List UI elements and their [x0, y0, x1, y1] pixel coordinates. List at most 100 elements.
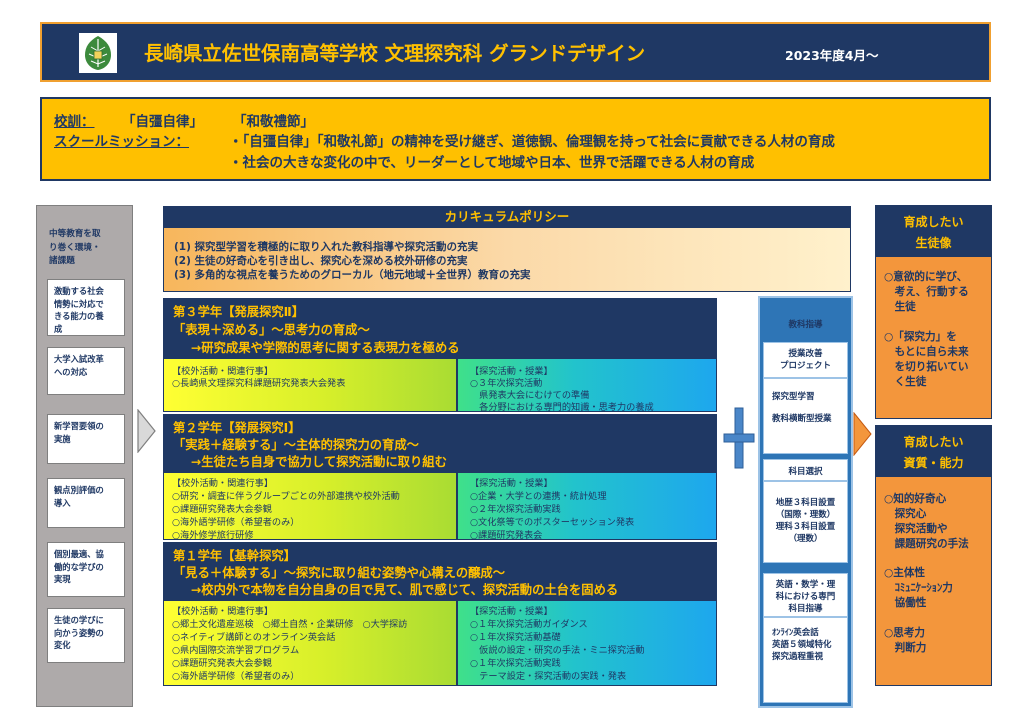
grade3-events: 【校外活動・関連行事】 ○長崎県文理探究科課題研究発表大会発表	[163, 358, 457, 412]
box-head-line: 授業改善	[788, 349, 823, 359]
outcome-line: ○意欲的に学び、	[884, 271, 968, 283]
issue-line: 大学入試改革	[54, 354, 104, 364]
event-line: ○長崎県文理探究科課題研究発表大会発表	[172, 378, 346, 389]
curriculum-policy-title: カリキュラムポリシー	[163, 206, 851, 228]
issue-line: 情勢に対応で	[54, 298, 104, 309]
specialist-guidance-head: 英語・数学・理 科における専門 科目指導	[763, 573, 848, 617]
outcome-line: もとに自ら未来	[884, 346, 969, 358]
issues-title: 中等教育を取 り巻く環境・ 諸課題	[49, 228, 125, 269]
issue-line: 新学習要領の	[54, 421, 104, 431]
activity-line: ○課題研究発表会	[470, 530, 543, 541]
grade3-title: 第３学年【発展探究Ⅱ】	[173, 305, 305, 319]
box-item: 理科３科目設置	[775, 522, 836, 532]
event-line: 【校外活動・関連行事】	[172, 478, 274, 489]
issues-title-line: 中等教育を取	[49, 229, 101, 239]
grade3-theme: 「表現＋深める」〜思考力の育成〜	[173, 323, 370, 337]
box-item: 探究型学習	[772, 392, 815, 402]
subject-guidance-column: 教科指導 授業改善 プロジェクト 探究型学習 教科横断型授業 科目選択 地歴３科…	[758, 296, 853, 708]
event-line: ○ネイティブ講師とのオンライン英会話	[172, 632, 336, 643]
event-line: ○研究・調査に伴うグループごとの外部連携や校外活動	[172, 491, 400, 502]
outcome-title-line: 育成したい	[903, 435, 964, 449]
activity-line: ○１年次探究活動実践	[470, 658, 561, 669]
issue-line: 向かう姿勢の	[54, 627, 104, 638]
issue-box: 激動する社会 情勢に対応で きる能力の養 成	[47, 279, 125, 336]
outcome-arrow-icon	[853, 412, 872, 456]
student-image-title: 育成したい 生徒像	[875, 205, 992, 257]
specialist-guidance-items: ｵﾝﾗｲﾝ英会話 英語５領域特化 探究過程重視	[763, 617, 848, 703]
issue-line: 実施	[54, 433, 71, 444]
issue-line: への対応	[54, 366, 88, 377]
grade1-activities: 【探究活動・授業】 ○１年次探究活動ガイダンス ○１年次探究活動基礎 仮説の設定…	[457, 600, 717, 686]
activity-line: 【探究活動・授業】	[470, 366, 553, 377]
plus-icon	[723, 407, 755, 469]
activity-line: 各分野における専門的知識・思考力の養成	[470, 402, 654, 413]
issue-box: 大学入試改革 への対応	[47, 347, 125, 395]
flow-arrow-icon	[137, 409, 156, 453]
outcome-line: ○知的好奇心	[884, 493, 947, 505]
box-item: （理数）	[788, 534, 823, 544]
issue-box: 観点別評価の 導入	[47, 478, 125, 528]
activity-line: 県発表大会にむけての準備	[470, 390, 590, 401]
curriculum-policy-body: (1) 探究型学習を積極的に取り入れた教科指導や探究活動の充実 (2) 生徒の好…	[163, 228, 851, 292]
event-line: ○課題研究発表大会参観	[172, 504, 272, 515]
course-selection-items: 地歴３科目設置 （国際・理数） 理科３科目設置 （理数）	[763, 481, 848, 563]
issue-box: 個別最適、協 働的な学びの 実現	[47, 542, 125, 597]
issue-line: 働的な学びの	[54, 561, 104, 572]
student-image-body: ○意欲的に学び、 考え、行動する 生徒 ○「探究力」を もとに自ら未来 を切り拓…	[875, 257, 992, 419]
grade2-activities: 【探究活動・授業】 ○企業・大学との連携・統計処理 ○２年次探究活動実践 ○文化…	[457, 472, 717, 541]
ability-body: ○知的好奇心 探究心 探究活動や 課題研究の手法 ○主体性 ｺﾐｭﾆｹｰｼｮﾝ力…	[875, 477, 992, 686]
mission-label: スクールミッション：	[54, 134, 189, 150]
grade1-header: 第１学年【基幹探究】 「見る＋体験する」〜探究に取り組む姿勢や心構えの醸成〜 →…	[163, 542, 717, 600]
outcome-line: 協働性	[884, 597, 927, 609]
subject-guidance-title: 教科指導	[788, 320, 823, 330]
issue-line: 観点別評価の	[54, 485, 104, 495]
issue-box: 新学習要領の 実施	[47, 414, 125, 464]
event-line: 【校外活動・関連行事】	[172, 606, 274, 617]
box-item: 英語５領域特化	[772, 640, 832, 650]
policy-item: (2) 生徒の好奇心を引き出し、探究心を深める校外研修の充実	[174, 255, 468, 267]
lesson-improvement-head: 授業改善 プロジェクト	[763, 342, 848, 378]
date-label: 2023年度4月〜	[785, 48, 879, 63]
issue-line: 変化	[54, 640, 71, 650]
box-head-line: プロジェクト	[779, 361, 831, 371]
grade3-goal: →研究成果や学際的思考に関する表現力を極める	[191, 341, 460, 355]
ability-title: 育成したい 資質・能力	[875, 425, 992, 477]
grade2-events: 【校外活動・関連行事】 ○研究・調査に伴うグループごとの外部連携や校外活動 ○課…	[163, 472, 457, 541]
mission-1: ・「自彊自律」「和敬礼節」の精神を受け継ぎ、道徳観、倫理観を持って社会に貢献でき…	[229, 134, 835, 150]
motto-label: 校訓：	[54, 114, 95, 130]
grade2-header: 第２学年【発展探究Ⅰ】 「実践＋経験する」〜主体的探究力の育成〜 →生徒たち自身…	[163, 414, 717, 472]
activity-line: 【探究活動・授業】	[470, 478, 553, 489]
event-line: ○海外修学旅行研修	[172, 530, 254, 541]
grade1-title: 第１学年【基幹探究】	[173, 549, 296, 563]
activity-line: ○２年次探究活動実践	[470, 504, 561, 515]
grade1-goal: →校内外で本物を自分自身の目で見て、肌で感じて、探究活動の土台を固める	[191, 583, 619, 597]
event-line: ○郷土文化遺産巡検 ○郷土自然・企業研修 ○大学探訪	[172, 619, 408, 630]
issues-title-line: り巻く環境・	[49, 242, 101, 253]
outcome-line: く生徒	[884, 376, 927, 388]
grade2-theme: 「実践＋経験する」〜主体的探究力の育成〜	[173, 438, 419, 452]
activity-line: ○企業・大学との連携・統計処理	[470, 491, 607, 502]
grade1-events: 【校外活動・関連行事】 ○郷土文化遺産巡検 ○郷土自然・企業研修 ○大学探訪 ○…	[163, 600, 457, 686]
grade2-goal: →生徒たち自身で協力して探究活動に取り組む	[191, 455, 447, 469]
box-item: 地歴３科目設置	[775, 498, 836, 508]
outcome-line: 考え、行動する	[884, 286, 969, 298]
issues-column: 中等教育を取 り巻く環境・ 諸課題 激動する社会 情勢に対応で きる能力の養 成…	[36, 205, 133, 707]
activity-line: 仮説の設定・研究の手法・ミニ探究活動	[470, 645, 645, 656]
event-line: ○海外語学研修（希望者のみ）	[172, 671, 300, 682]
box-head-line: 英語・数学・理	[775, 580, 836, 590]
motto-1: 「自彊自律」	[122, 114, 203, 130]
box-head-line: 科目指導	[788, 604, 823, 614]
activity-line: ○３年次探究活動	[470, 378, 543, 389]
issue-box: 生徒の学びに 向かう姿勢の 変化	[47, 608, 125, 663]
grade3-activities: 【探究活動・授業】 ○３年次探究活動 県発表大会にむけての準備 各分野における専…	[457, 358, 717, 413]
box-item: ｵﾝﾗｲﾝ英会話	[772, 628, 819, 638]
box-item: 教科横断型授業	[772, 414, 832, 424]
outcome-line: ｺﾐｭﾆｹｰｼｮﾝ力	[884, 582, 953, 594]
grade3-header: 第３学年【発展探究Ⅱ】 「表現＋深める」〜思考力の育成〜 →研究成果や学際的思考…	[163, 298, 717, 358]
outcome-title-line: 生徒像	[915, 236, 952, 250]
mission-2: ・社会の大きな変化の中で、リーダーとして地域や日本、世界で活躍できる人材の育成	[229, 155, 755, 171]
box-head-line: 科における専門	[775, 592, 836, 602]
activity-line: テーマ設定・探究活動の実践・発表	[470, 671, 627, 682]
motto-2: 「和敬禮節」	[233, 114, 314, 130]
school-crest-icon	[79, 33, 117, 73]
